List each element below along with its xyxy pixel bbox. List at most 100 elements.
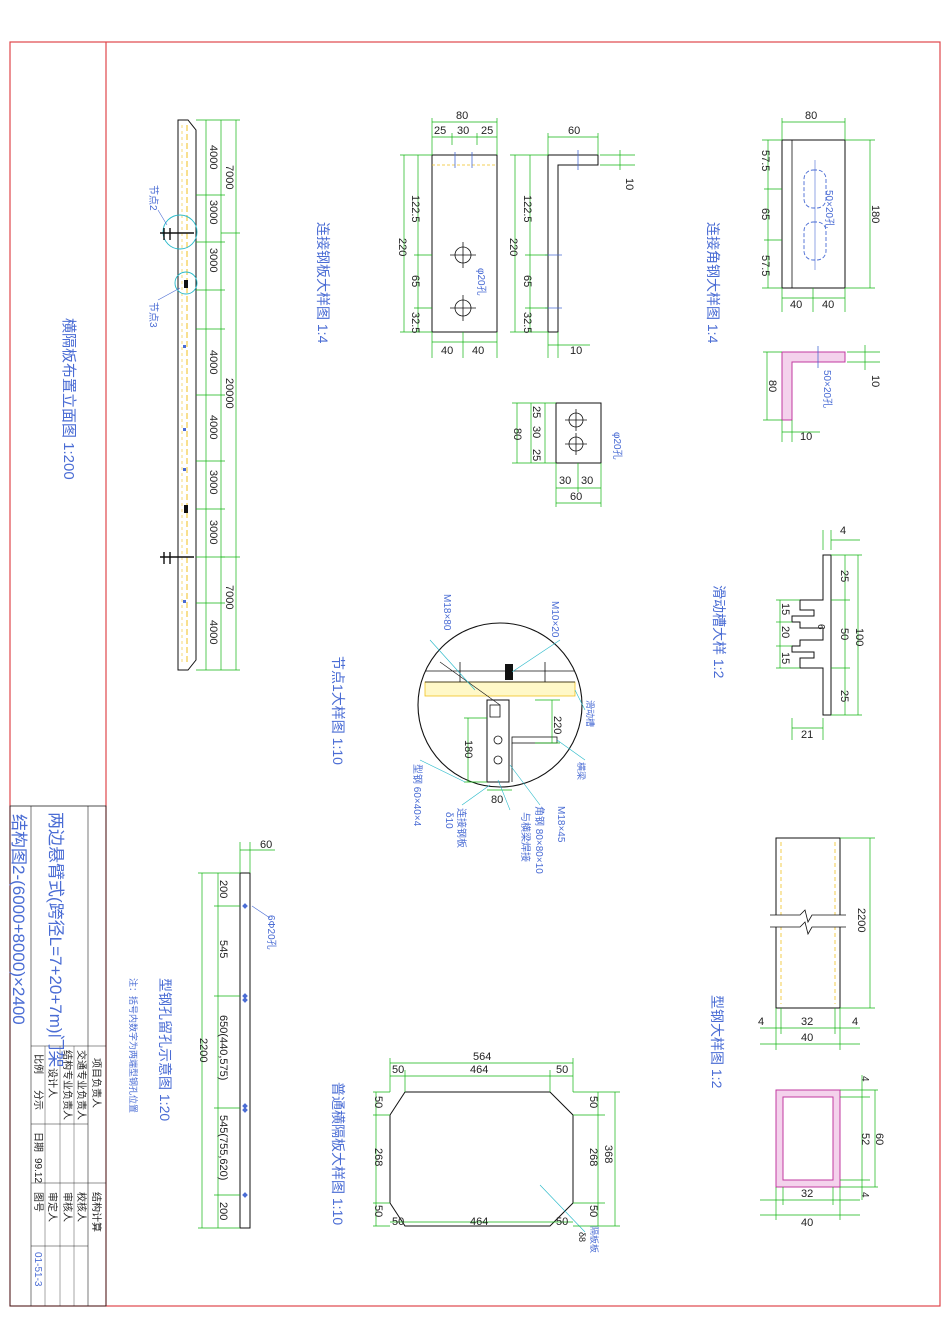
- elev-seg-6: 3000: [207, 470, 219, 494]
- plate-h: 220: [396, 238, 408, 256]
- diaphragm-top-p2: 464: [470, 1064, 488, 1076]
- cell-date-label: 日期: [32, 1132, 44, 1152]
- tube-h3: 4: [859, 1192, 870, 1198]
- sheet-frame: [9, 41, 941, 1307]
- angle-h1: 57.5: [759, 150, 771, 171]
- holes-title: 型钢孔留孔示意图 1:20: [157, 978, 173, 1121]
- diaphragm-bottom-p2: 464: [470, 1216, 488, 1228]
- diaphragm-left-p2: 268: [372, 1148, 384, 1166]
- plate-top-p3: 25: [530, 449, 542, 461]
- plate-b2: 40: [472, 345, 484, 357]
- holes-s5: 200: [217, 1202, 229, 1220]
- diaphragm-title: 普通横隔板大样图 1:10: [330, 1082, 346, 1225]
- cell-scale-label: 比例: [32, 1054, 45, 1074]
- steel-w3: 4: [852, 1016, 858, 1028]
- plate-w-p2: 30: [457, 125, 469, 137]
- groove-top: 4: [840, 525, 846, 537]
- angle-sec-b: 10: [800, 431, 812, 443]
- elev-seg-1: 4000: [207, 145, 219, 169]
- node1-m18x80: M18×80: [441, 594, 452, 631]
- plate-w-p3: 25: [481, 125, 493, 137]
- angle-w: 80: [805, 110, 817, 122]
- angle-h3: 57.5: [759, 255, 771, 276]
- elev-seg-8: 4000: [207, 620, 219, 644]
- angle-title: 连接角钢大样图 1:4: [705, 222, 721, 344]
- holes-s4: 545(755,620): [217, 1115, 229, 1180]
- node1-view: M18×80 M10×20 滑动槽 220 180 80 横梁 M18×45 角…: [330, 594, 596, 874]
- node1-slide: 滑动槽: [585, 700, 596, 727]
- plate-w: 80: [456, 110, 468, 122]
- node3-marker: [174, 271, 198, 295]
- groove-p1: 25: [838, 570, 850, 582]
- diaphragm-bottom-p3: 50: [556, 1216, 568, 1228]
- elev-seg-2: 3000: [207, 200, 219, 224]
- elev-seg-4: 4000: [207, 350, 219, 374]
- plate-top-wp2: 30: [581, 475, 593, 487]
- elev-sub-left: 7000: [223, 165, 235, 189]
- angle-h: 180: [869, 205, 881, 223]
- angle-sec-t: 10: [869, 375, 881, 387]
- groove-in1: 15: [779, 603, 791, 615]
- node1-m10x20: M10×20: [549, 601, 560, 638]
- plate-side-h2: 65: [521, 275, 533, 287]
- steel-len: 2200: [855, 908, 867, 932]
- plate-top-h: 80: [511, 428, 523, 440]
- holes-label: 6Φ20孔: [265, 915, 277, 950]
- plate-top-wp1: 30: [559, 475, 571, 487]
- node1-angle-note2: 与横梁焊接: [519, 812, 532, 862]
- diaphragm-bottom-p1: 50: [392, 1216, 404, 1228]
- angle-h2: 65: [759, 208, 771, 220]
- cell-approver: 审定人: [46, 1192, 59, 1222]
- node1-title: 节点1大样图 1:10: [330, 656, 346, 765]
- diaphragm-top-total: 564: [473, 1051, 491, 1063]
- tube-h: 60: [873, 1133, 885, 1145]
- plate-side-t: 10: [623, 178, 635, 190]
- groove-bottom: 21: [801, 729, 813, 741]
- node1-angle-note: 角钢 80×80×10: [533, 806, 546, 874]
- plate-b1: 40: [441, 345, 453, 357]
- plate-hole: φ20孔: [475, 268, 487, 296]
- groove-total: 100: [853, 628, 865, 646]
- elev-overall: 20000: [223, 378, 235, 409]
- diaphragm-right-p3: 50: [587, 1205, 599, 1217]
- plate-w-p1: 25: [434, 125, 446, 137]
- node2-marker: [162, 214, 198, 250]
- holes-total: 2200: [197, 1038, 209, 1062]
- cell-scale-value: 分示: [32, 1090, 44, 1110]
- elev-seg-7: 3000: [207, 520, 219, 544]
- title-block: 两边悬臂式(跨径L=7+20+7m)门架 结构图2-(6000+8000)×24…: [9, 805, 107, 1307]
- plate-title: 连接钢板大样图 1:4: [315, 222, 331, 344]
- plate-view: 80 25 30 25 220 122.5 65 32.5 40 40 φ20孔…: [315, 110, 635, 507]
- tube-h1: 4: [859, 1076, 870, 1082]
- plate-h-p2: 65: [409, 275, 421, 287]
- diaphragm-top-p3: 50: [556, 1064, 568, 1076]
- angle-sec-slot: 50×20孔: [821, 370, 833, 408]
- node1-plate-note: 连接钢板: [455, 808, 468, 848]
- node1-dim180: 180: [462, 740, 474, 758]
- diaphragm-right-p1: 50: [587, 1096, 599, 1108]
- node1-steel-note: 型钢 60×40×4: [411, 764, 424, 827]
- holes-note: 注：括号内数字为两端型钢孔位置: [128, 978, 139, 1113]
- groove-mid: 6: [815, 624, 826, 630]
- diaphragm-plate: 隔板板: [589, 1226, 600, 1253]
- holes-s2: 545: [217, 940, 229, 958]
- diaphragm-right-p2: 268: [587, 1148, 599, 1166]
- tube-bw-part: 32: [801, 1188, 813, 1200]
- holes-top: 60: [260, 839, 272, 851]
- cell-project-lead: 项目负责人: [90, 1058, 103, 1108]
- cell-date-value: 99.12: [32, 1158, 43, 1183]
- groove-title: 滑动槽大样 1:2: [711, 585, 727, 679]
- groove-p3: 25: [838, 690, 850, 702]
- elev-seg-5: 4000: [207, 415, 219, 439]
- project-title: 两边悬臂式(跨径L=7+20+7m)门架: [46, 812, 65, 1068]
- node1-dim80: 80: [491, 794, 503, 806]
- diaphragm-right-total: 368: [602, 1145, 614, 1163]
- plate-side-h: 220: [507, 238, 519, 256]
- node1-m18x45: M18×45: [555, 806, 566, 843]
- plate-side-w: 60: [568, 125, 580, 137]
- holes-view: 60 6Φ20孔 200 545 650(440,575) 545(755,62…: [128, 839, 277, 1229]
- steel-w1: 4: [758, 1016, 764, 1028]
- cell-traffic-lead: 交通专业负责人: [75, 1050, 88, 1120]
- diaphragm-left-p3: 50: [372, 1205, 384, 1217]
